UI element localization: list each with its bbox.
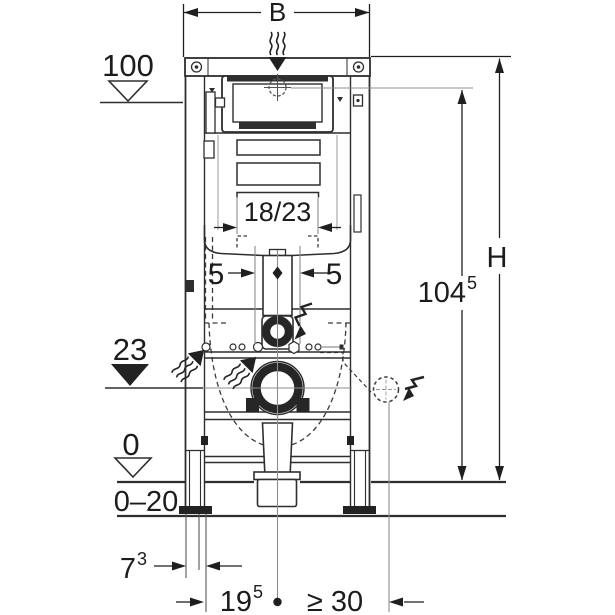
floor-lines: [117, 480, 506, 518]
dimension-b: [182, 4, 371, 57]
dim-label-socket-distance: ≥ 30: [307, 586, 363, 615]
screw-icon: [352, 61, 365, 73]
screw-icon: [190, 61, 203, 73]
dim-label-outlet-setback-sup: 5: [253, 582, 263, 602]
electrical-outlet-icon: [372, 376, 400, 403]
dimension-1823: [214, 223, 341, 232]
fixing-rail-holes: [201, 340, 344, 355]
dim-label-width: B: [269, 0, 286, 27]
dim-label-offset-left: 5: [208, 258, 225, 291]
dim-label-floor-zero: 0: [122, 427, 139, 462]
level-mark-23: [105, 364, 203, 389]
dimension-5-5: [228, 266, 328, 280]
dimension-73: [154, 561, 242, 571]
level-triangle-open-icon: [107, 80, 149, 103]
level-triangle-filled-icon: [111, 364, 149, 386]
dim-label-outlet-height: 23: [113, 332, 147, 367]
dim-label-actuator-height-sup: 5: [467, 273, 477, 293]
dim-label-actuator-height: 104: [418, 277, 466, 309]
center-diamond-mark: [272, 266, 283, 280]
level-mark-0: [113, 457, 153, 479]
water-supply-fitting: [186, 88, 364, 292]
dim-label-cutout: 18/23: [244, 197, 312, 227]
vapor-arrow-icon: [171, 349, 205, 383]
dim-label-offset-right: 5: [326, 258, 343, 291]
leg-adjuster: [201, 436, 208, 445]
lightning-icon: [293, 302, 313, 340]
dim-label-frame-height: H: [487, 242, 508, 274]
vapor-arrow-icon: [223, 356, 257, 390]
dim-label-floor-buildup: 0–20: [114, 486, 179, 518]
dimension-195-ge30: [176, 597, 424, 607]
leg-adjuster: [347, 436, 354, 445]
cutout-dashed-corners: [236, 235, 319, 249]
vapor-arrow-icon: [268, 31, 287, 71]
lightning-icon: [403, 375, 425, 401]
actuator-access-box: [221, 74, 334, 133]
reference-lines: [185, 87, 473, 612]
level-triangle-open-icon: [113, 457, 153, 479]
telescopic-legs: [185, 449, 370, 506]
dim-label-outlet-setback: 19: [220, 586, 252, 615]
dim-label-front-offset: 7: [120, 553, 136, 585]
dimension-1045: [457, 90, 467, 481]
dim-label-front-offset-sup: 3: [137, 549, 147, 569]
dimension-h: [371, 55, 511, 481]
dim-label-supply-level: 100: [102, 48, 154, 83]
foot-plate: [343, 506, 376, 514]
level-mark-100: [100, 80, 183, 104]
concealed-cistern: [203, 132, 352, 257]
foot-plate: [179, 506, 212, 514]
crosshair-icon: [264, 74, 291, 101]
